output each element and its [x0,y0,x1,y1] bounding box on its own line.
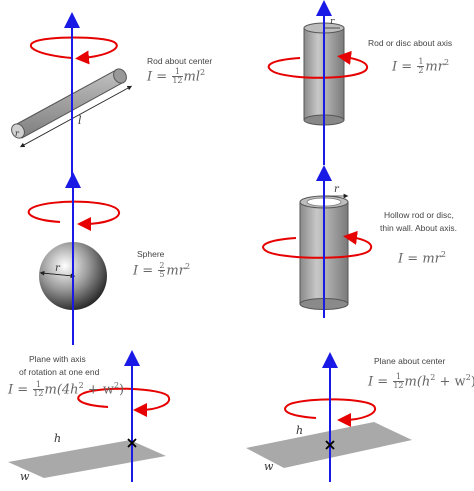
hollow-caption-line-1: Hollow rod or disc, [384,210,454,220]
plane-center-caption: Plane about center [374,356,446,366]
plane-end-w-label: w [20,470,30,483]
axis-point-icon [127,438,137,448]
rod-axis-caption: Rod or disc about axis [368,38,453,48]
rod-shape [11,68,127,139]
rotation-arrow-icon [29,36,118,65]
sphere-caption: Sphere [137,249,165,259]
rotation-arrow-icon [284,398,377,427]
rod-radius-label: r [15,129,20,138]
sphere-figure: r [27,172,121,345]
plane-end-figure: h w [8,350,171,483]
rod-center-caption: Rod about center [147,56,213,66]
rod-center-figure: l r [11,12,133,180]
axis-point-icon [325,440,335,450]
rod-axis-figure: r [267,0,369,165]
hollow-formula: I = mr2 [398,250,446,267]
rod-axis-radius-label: r [330,17,335,27]
plane-end-caption-line-1: Plane with axis [29,354,86,364]
plane-end-caption-line-2: of rotation at one end [19,367,100,377]
hollow-caption-line-2: thin wall. About axis. [380,223,458,233]
plane-shape [8,440,166,478]
plane-center-h-label: h [296,424,303,437]
rotation-arrow-icon [27,200,121,231]
sphere-radius-label: r [55,263,61,274]
plane-center-figure: h w [246,352,412,482]
rotation-arrow-icon [77,387,171,417]
plane-end-h-label: h [54,432,61,445]
rod-length-label: l [78,114,82,127]
plane-center-w-label: w [264,460,274,473]
hollow-rod-figure: r [262,165,373,318]
hollow-radius-label: r [334,184,340,195]
